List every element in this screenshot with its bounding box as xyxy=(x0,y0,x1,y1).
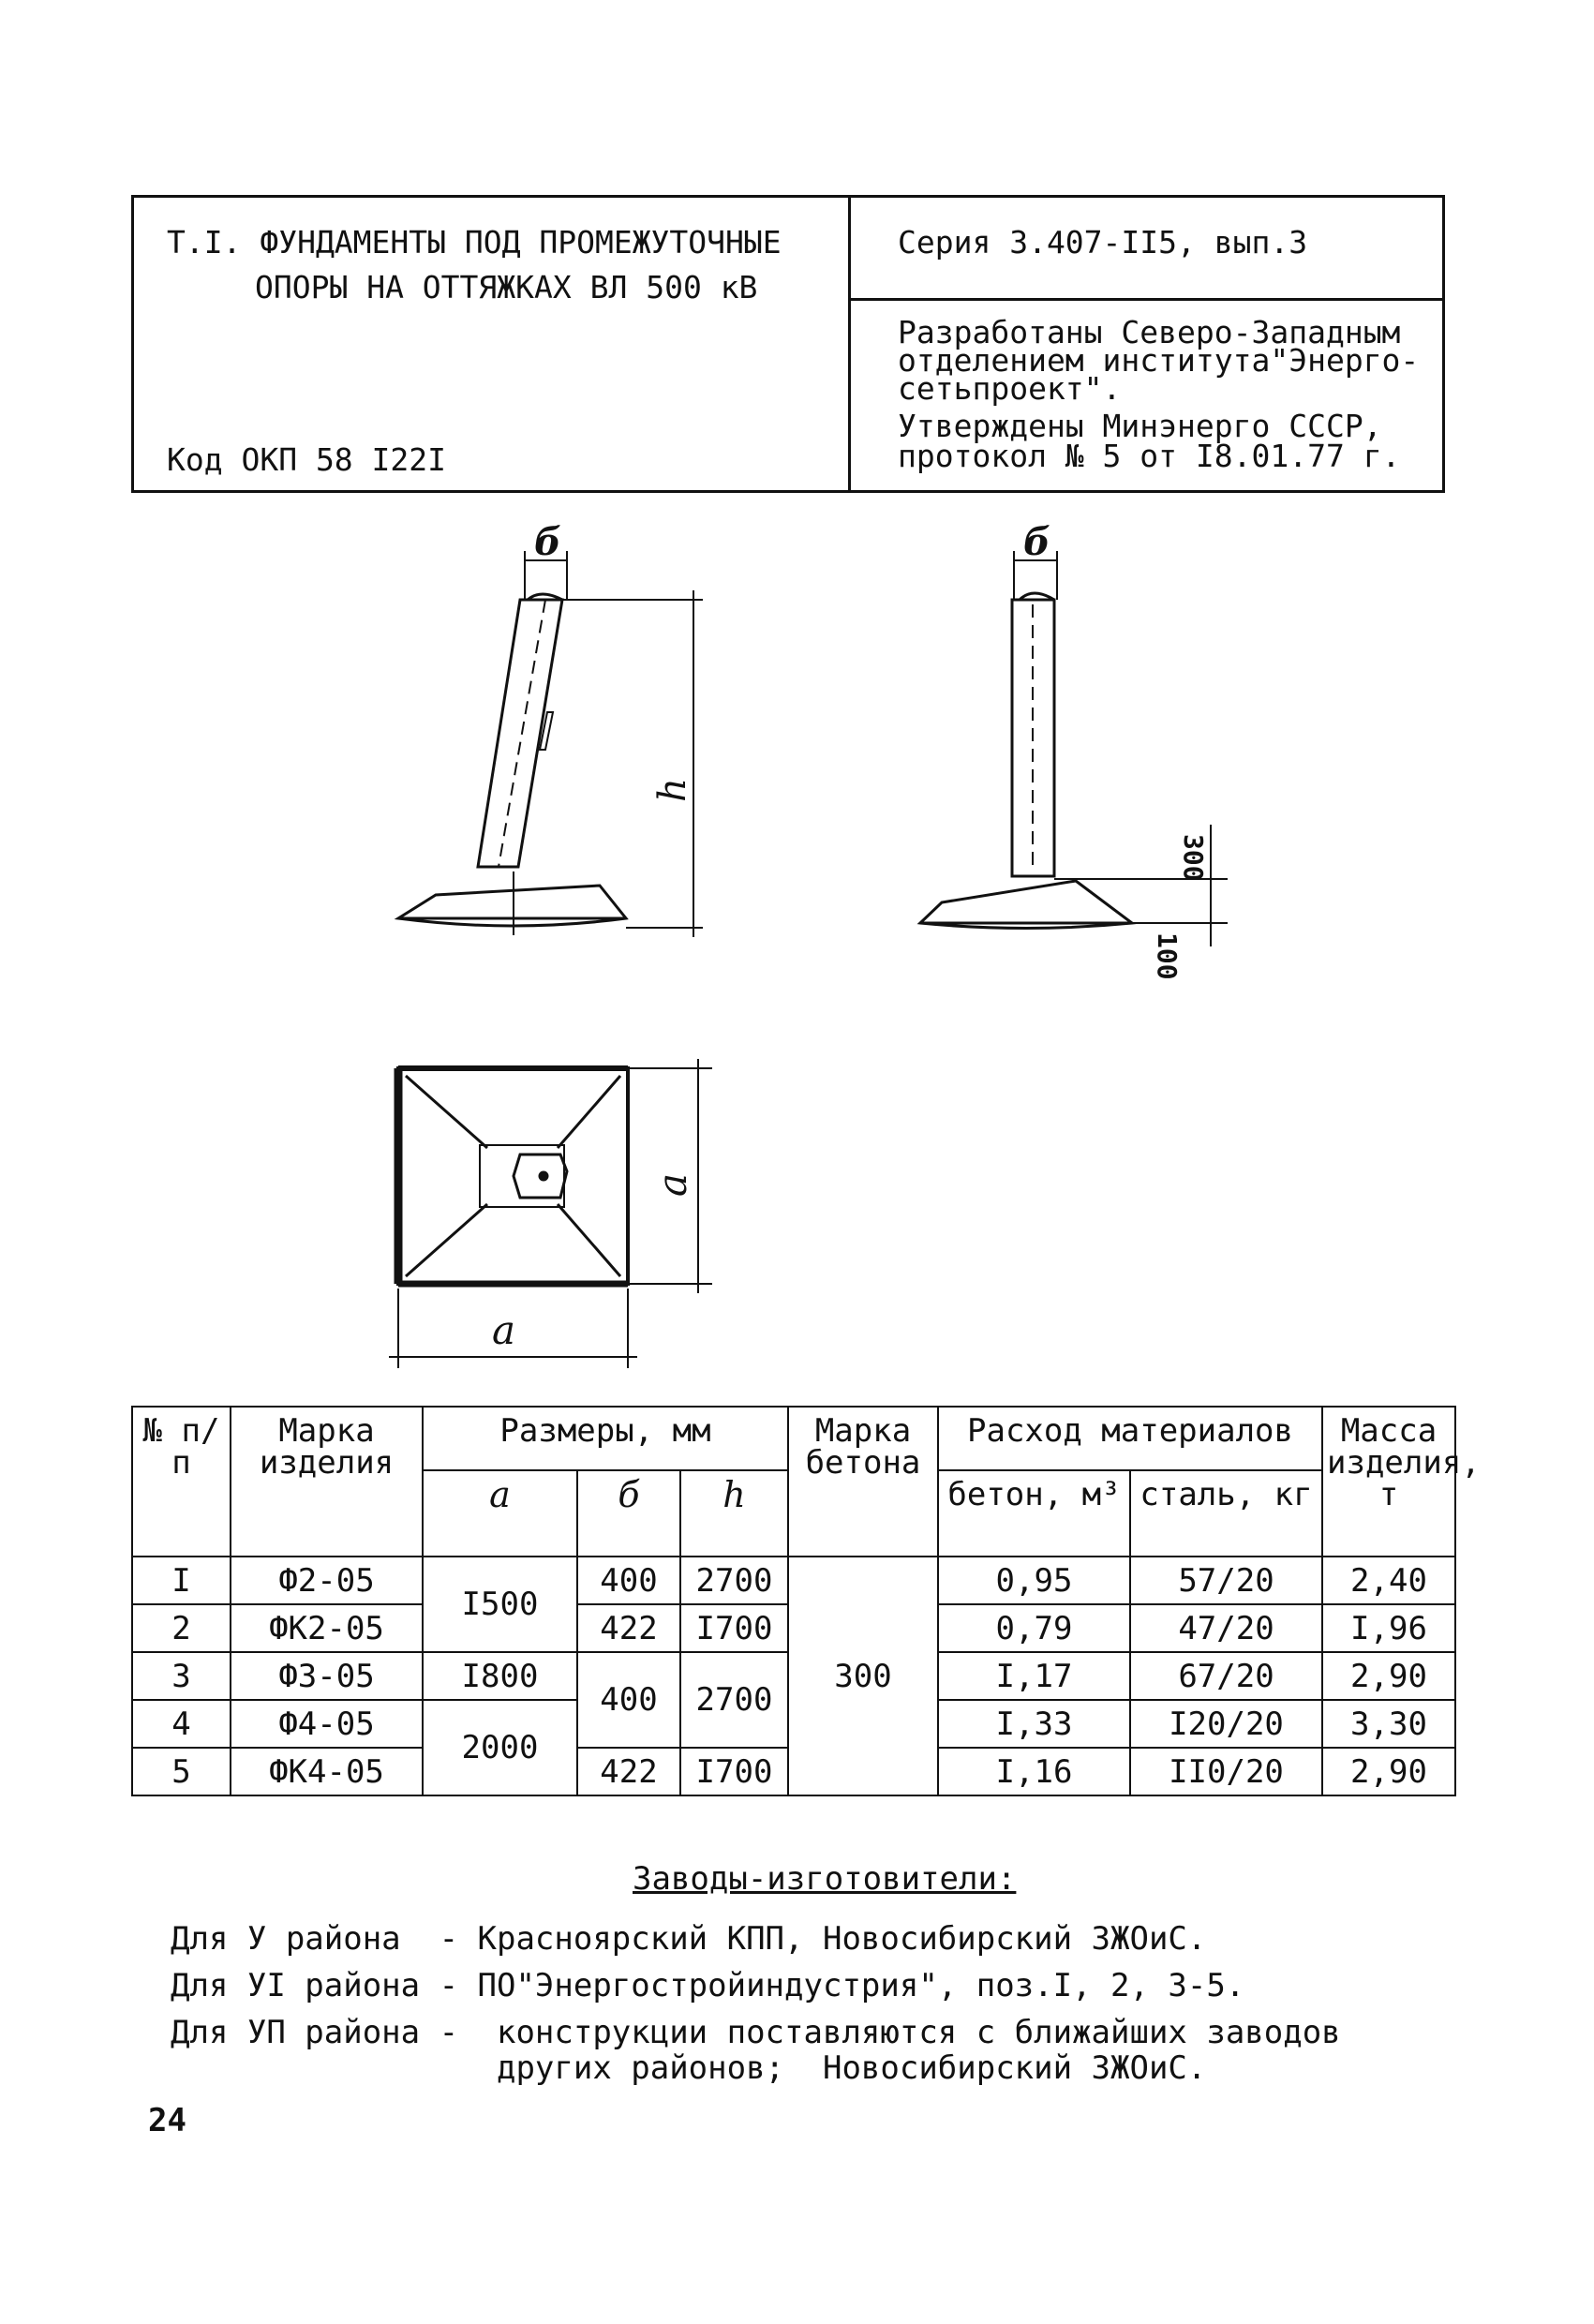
cell-concrete: I,17 xyxy=(937,1651,1131,1701)
title-block-divider xyxy=(848,195,851,493)
side-view-inclined xyxy=(394,551,703,937)
cell-mark: Ф2-05 xyxy=(230,1556,424,1605)
header-materials: Расход материалов xyxy=(937,1406,1323,1471)
cell-mass: I,96 xyxy=(1321,1603,1456,1653)
page-number: 24 xyxy=(148,2102,186,2139)
developer-line3: сетьпроект". xyxy=(898,370,1122,407)
developer-line5: протокол № 5 от I8.01.77 г. xyxy=(898,438,1401,474)
product-code: Код ОКП 58 I22I xyxy=(167,441,447,478)
cell-dim-a: 2000 xyxy=(422,1699,578,1796)
table-row: 5 ФК4-05 422 I700 I,16 II0/20 2,90 xyxy=(131,1747,1456,1796)
cell-dim-h: I700 xyxy=(679,1747,789,1796)
header-steel: сталь, кг xyxy=(1129,1469,1323,1557)
label-h: h xyxy=(650,778,694,802)
label-b-front: б xyxy=(1023,520,1050,564)
developer-line1: Разработаны Северо-Западным xyxy=(898,314,1401,350)
table-row: 2 ФК2-05 422 I700 0,79 47/20 I,96 xyxy=(131,1603,1456,1653)
cell-concrete-mark: 300 xyxy=(787,1556,939,1796)
header-mark: Марка изделия xyxy=(230,1406,424,1557)
label-dim-100: 100 xyxy=(1152,932,1183,980)
document-title-line1: Т.I. ФУНДАМЕНТЫ ПОД ПРОМЕЖУТОЧНЫЕ xyxy=(167,224,782,261)
manufacturer-line: Для УI района - ПО"Энергостройиндустрия"… xyxy=(171,1967,1245,2004)
cell-dim-h: I700 xyxy=(679,1603,789,1653)
label-dim-300: 300 xyxy=(1178,834,1209,882)
specification-table: № п/п Марка изделия Размеры, мм Марка бе… xyxy=(131,1406,1481,1796)
title-block-divider xyxy=(848,298,1445,301)
cell-steel: I20/20 xyxy=(1129,1699,1323,1749)
series-label: Серия 3.407-II5, вып.3 xyxy=(898,224,1308,261)
cell-mass: 3,30 xyxy=(1321,1699,1456,1749)
cell-steel: 47/20 xyxy=(1129,1603,1323,1653)
title-block xyxy=(131,195,1445,493)
header-num: № п/п xyxy=(131,1406,231,1557)
cell-num: I xyxy=(131,1556,231,1605)
header-concrete-volume: бетон, м³ xyxy=(937,1469,1131,1557)
cell-num: 5 xyxy=(131,1747,231,1796)
cell-mass: 2,90 xyxy=(1321,1651,1456,1701)
table-row: 3 Ф3-05 I800 400 2700 I,17 67/20 2,90 xyxy=(131,1651,1456,1749)
cell-steel: 67/20 xyxy=(1129,1651,1323,1701)
manufacturer-line: Для УП района - конструкции поставляются… xyxy=(171,2014,1341,2051)
label-b-side: б xyxy=(534,520,561,564)
header-concrete-mark: Марка бетона xyxy=(787,1406,939,1557)
header-mass: Масса изделия, т xyxy=(1321,1406,1481,1557)
cell-mark: ФК2-05 xyxy=(230,1603,424,1653)
manufacturer-line: Для У района - Красноярский КПП, Новосиб… xyxy=(171,1920,1207,1958)
plan-view xyxy=(389,1059,712,1368)
header-dim-b: б xyxy=(576,1469,681,1557)
cell-mass: 2,90 xyxy=(1321,1747,1456,1796)
cell-concrete: I,33 xyxy=(937,1699,1131,1749)
cell-mass: 2,40 xyxy=(1321,1556,1456,1605)
cell-dim-h: 2700 xyxy=(679,1556,789,1605)
cell-concrete: 0,79 xyxy=(937,1603,1131,1653)
cell-steel: II0/20 xyxy=(1129,1747,1323,1796)
cell-mark: Ф4-05 xyxy=(230,1699,424,1749)
cell-steel: 57/20 xyxy=(1129,1556,1323,1605)
manufacturer-line: других районов; Новосибирский ЗЖОиС. xyxy=(171,2049,1207,2087)
cell-concrete: 0,95 xyxy=(937,1556,1131,1605)
header-dim-a: a xyxy=(422,1469,578,1557)
cell-num: 2 xyxy=(131,1603,231,1653)
table-row: 4 Ф4-05 2000 I,33 I20/20 3,30 xyxy=(131,1699,1456,1796)
cell-dim-b: 422 xyxy=(576,1603,681,1653)
developer-line4: Утверждены Минэнерго СССР, xyxy=(898,408,1382,444)
cell-mark: ФК4-05 xyxy=(230,1747,424,1796)
header-dimensions: Размеры, мм xyxy=(422,1406,789,1471)
cell-num: 4 xyxy=(131,1699,231,1749)
cell-dim-b: 422 xyxy=(576,1747,681,1796)
cell-num: 3 xyxy=(131,1651,231,1701)
header-dim-h: h xyxy=(679,1469,789,1557)
manufacturers-heading: Заводы-изготовители: xyxy=(633,1860,1017,1898)
cell-concrete: I,16 xyxy=(937,1747,1131,1796)
cell-dim-a: I800 xyxy=(422,1651,578,1701)
label-a-right: a xyxy=(649,1172,696,1198)
cell-dim-a: I500 xyxy=(422,1556,578,1653)
table-row: I Ф2-05 I500 400 2700 300 0,95 57/20 2,4… xyxy=(131,1556,1456,1796)
foundation-drawings xyxy=(389,551,1228,1368)
cell-dim-h: 2700 xyxy=(679,1651,789,1749)
label-a-bottom: a xyxy=(492,1307,516,1353)
cell-dim-b: 400 xyxy=(576,1556,681,1605)
document-title-line2: ОПОРЫ НА ОТТЯЖКАХ ВЛ 500 кВ xyxy=(255,269,758,305)
cell-mark: Ф3-05 xyxy=(230,1651,424,1701)
front-view-vertical xyxy=(916,551,1228,946)
developer-line2: отделением института"Энерго- xyxy=(898,342,1420,379)
cell-dim-b: 400 xyxy=(576,1651,681,1749)
